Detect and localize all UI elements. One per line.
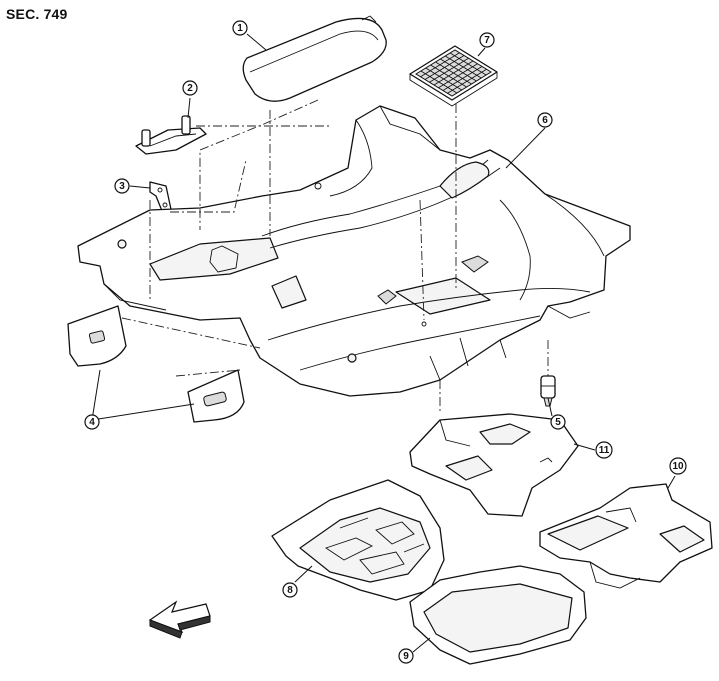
- part-4-side-trim-pads: [67, 305, 245, 423]
- part-5-fastener-clip: [540, 375, 556, 407]
- leader-lines: [91, 33, 676, 653]
- callout-4: 4: [84, 414, 100, 430]
- part-11-front-underlay: [409, 413, 579, 517]
- callout-9: 9: [398, 648, 414, 664]
- callout-number: 9: [403, 651, 409, 662]
- part-6-floor-carpet: [77, 105, 631, 397]
- part-1-tire-cover-board: [242, 15, 387, 102]
- callout-number: 5: [555, 417, 561, 428]
- part-9-floor-tray: [409, 565, 587, 665]
- callout-8: 8: [282, 582, 298, 598]
- part-10-rear-underlay: [539, 483, 713, 589]
- callout-7: 7: [479, 32, 495, 48]
- part-7-grille-cover: [409, 45, 498, 107]
- callout-number: 7: [484, 35, 490, 46]
- callout-2: 2: [182, 80, 198, 96]
- callout-number: 3: [119, 181, 125, 192]
- part-8-tool-tray: [271, 479, 445, 601]
- callout-10: 10: [669, 457, 687, 475]
- callout-number: 11: [599, 445, 610, 456]
- section-label: SEC. 749: [6, 6, 68, 22]
- callout-number: 1: [237, 23, 243, 34]
- callout-number: 4: [89, 417, 95, 428]
- callout-number: 6: [542, 115, 548, 126]
- part-2-retainer-clips: [135, 115, 207, 155]
- callout-6: 6: [537, 112, 553, 128]
- phantom-alignment-lines: [121, 99, 549, 412]
- callout-number: 2: [187, 83, 193, 94]
- callout-number: 8: [287, 585, 293, 596]
- callout-11: 11: [595, 441, 613, 459]
- callout-1: 1: [232, 20, 248, 36]
- callout-5: 5: [550, 414, 566, 430]
- callout-number: 10: [672, 461, 684, 472]
- callout-3: 3: [114, 178, 130, 194]
- front-direction-arrow-icon: [148, 600, 211, 639]
